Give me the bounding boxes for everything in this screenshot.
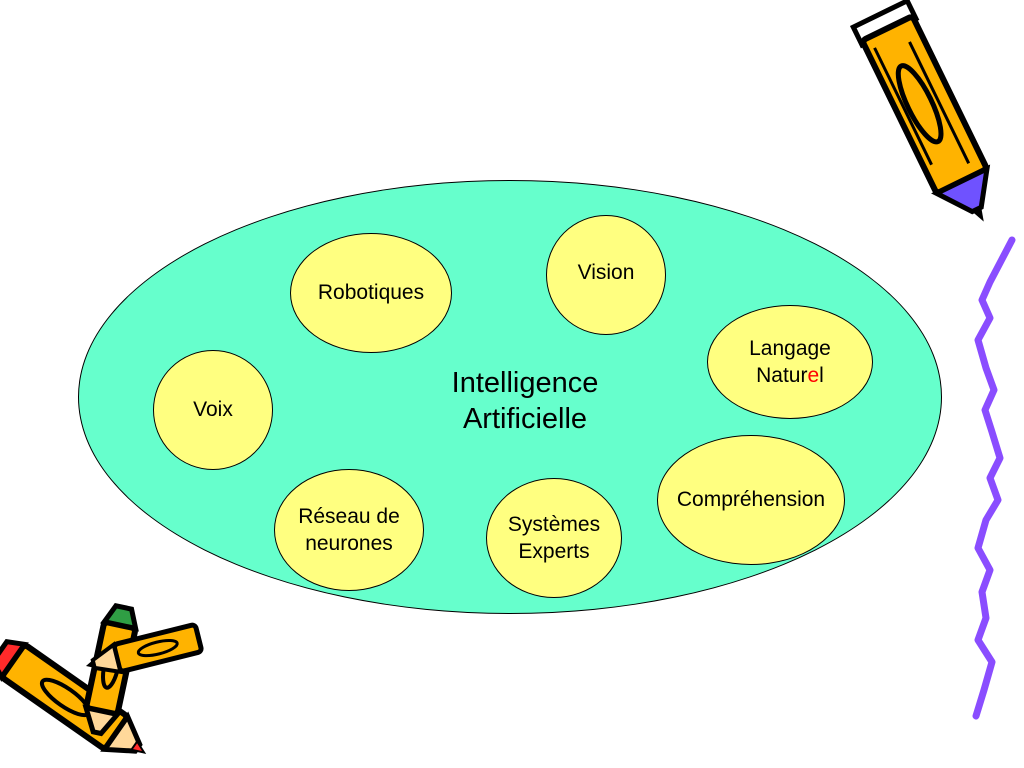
node-langage-naturel: Langage Naturel: [707, 305, 873, 419]
node-reseau-neurones: Réseau de neurones: [274, 469, 424, 591]
node-robotiques-label: Robotiques: [317, 281, 425, 305]
node-systemes-label: Systèmes Experts: [508, 511, 600, 566]
node-langage-red-letter: e: [807, 364, 820, 387]
node-langage-line2: Naturel: [749, 362, 831, 389]
node-reseau-label: Réseau de neurones: [298, 503, 400, 558]
node-systemes-line1: Systèmes: [507, 512, 601, 536]
node-voix-label: Voix: [193, 398, 233, 422]
pencil-icon: [85, 622, 204, 675]
center-title-line2: Artificielle: [462, 403, 588, 436]
node-langage-line1: Langage: [749, 336, 831, 360]
node-voix: Voix: [153, 350, 273, 470]
pencil-icon: [849, 0, 991, 222]
node-reseau-line2: neurones: [305, 532, 393, 555]
node-comprehension-label: Compréhension: [676, 488, 826, 512]
node-vision-label: Vision: [577, 261, 635, 285]
node-langage-part-c: l: [819, 364, 824, 387]
center-title: Intelligence Artificielle: [380, 365, 670, 438]
node-robotiques: Robotiques: [290, 233, 452, 353]
node-vision: Vision: [546, 215, 666, 335]
node-langage-naturel-label: Langage Naturel: [749, 335, 831, 390]
center-title-line1: Intelligence: [451, 367, 599, 399]
node-comprehension: Compréhension: [657, 435, 845, 565]
node-systemes-experts: Systèmes Experts: [486, 478, 622, 598]
node-reseau-line1: Réseau de: [298, 504, 400, 528]
wavy-line-icon: [972, 236, 1016, 720]
node-systemes-line2: Experts: [518, 540, 590, 563]
node-langage-part-a: Natur: [756, 364, 808, 387]
